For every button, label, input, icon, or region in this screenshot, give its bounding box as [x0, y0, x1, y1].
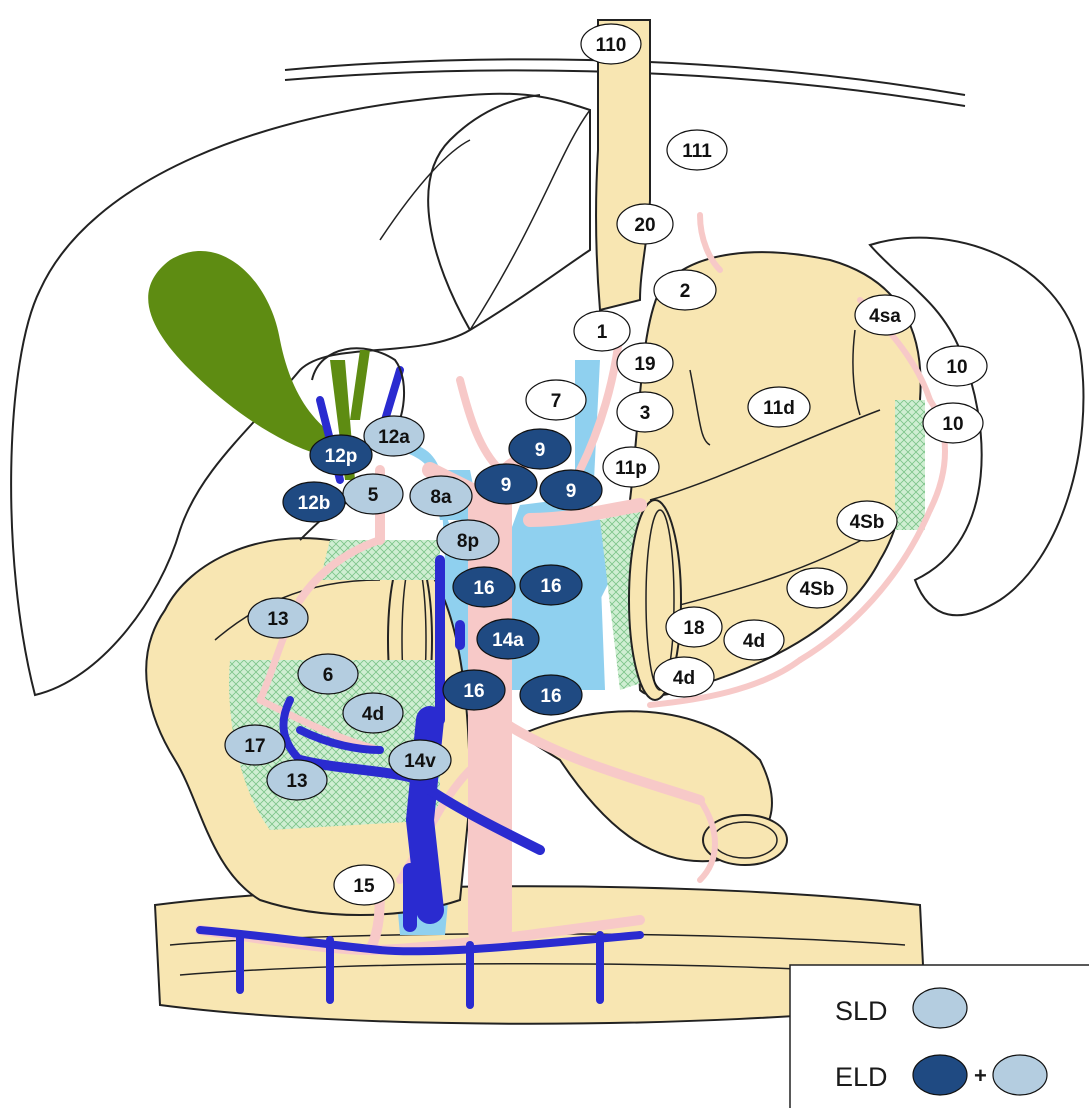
station-label: 12p	[325, 446, 358, 467]
station-label: 8a	[430, 487, 452, 508]
legend-sld-label: SLD	[835, 996, 888, 1026]
station-16-eld: 16	[443, 670, 505, 710]
station-10-white: 10	[923, 403, 983, 443]
station-label: 10	[946, 357, 967, 378]
station-9-eld: 9	[509, 429, 571, 469]
station-3-white: 3	[617, 392, 673, 432]
station-label: 7	[551, 391, 562, 412]
station-6-sld: 6	[298, 654, 358, 694]
station-9-eld: 9	[540, 470, 602, 510]
station-label: 14a	[492, 630, 524, 651]
station-label: 1	[597, 322, 608, 343]
legend-eld-oval	[913, 1055, 967, 1095]
station-label: 9	[535, 440, 546, 461]
station-12a-sld: 12a	[364, 416, 424, 456]
station-label: 11p	[615, 458, 647, 479]
station-label: 111	[682, 141, 712, 162]
station-label: 14v	[404, 751, 436, 772]
station-7-white: 7	[526, 380, 586, 420]
station-label: 9	[566, 481, 577, 502]
station-14v-sld: 14v	[389, 740, 451, 780]
station-8a-sld: 8a	[410, 476, 472, 516]
station-9-eld: 9	[475, 464, 537, 504]
station-10-white: 10	[927, 346, 987, 386]
station-12p-eld: 12p	[310, 435, 372, 475]
station-18-white: 18	[666, 607, 722, 647]
station-110-white: 110	[581, 24, 641, 64]
station-4d-sld: 4d	[343, 693, 403, 733]
station-11d-white: 11d	[748, 387, 810, 427]
station-16-eld: 16	[453, 567, 515, 607]
station-label: 5	[368, 485, 379, 506]
station-label: 4d	[743, 631, 765, 652]
station-label: 4d	[673, 668, 695, 689]
station-label: 16	[463, 681, 484, 702]
station-16-eld: 16	[520, 565, 582, 605]
legend-eld-label: ELD	[835, 1062, 888, 1092]
station-label: 18	[683, 618, 704, 639]
station-label: 4sa	[869, 306, 901, 327]
station-label: 13	[267, 609, 288, 630]
station-label: 16	[473, 578, 494, 599]
station-1-white: 1	[574, 311, 630, 351]
station-11p-white: 11p	[603, 447, 659, 487]
station-8p-sld: 8p	[437, 520, 499, 560]
station-label: 3	[640, 403, 651, 424]
legend-sld-oval	[913, 988, 967, 1028]
station-label: 110	[596, 35, 627, 56]
station-5-sld: 5	[343, 474, 403, 514]
station-label: 20	[634, 215, 655, 236]
station-label: 11d	[763, 398, 795, 419]
station-2-white: 2	[654, 270, 716, 310]
station-label: 15	[353, 876, 375, 897]
station-label: 4Sb	[800, 579, 835, 600]
station-label: 17	[244, 736, 265, 757]
station-111-white: 111	[667, 130, 727, 170]
station-label: 8p	[457, 531, 479, 552]
station-20-white: 20	[617, 204, 673, 244]
station-label: 16	[540, 686, 561, 707]
station-label: 6	[323, 665, 334, 686]
station-4sa-white: 4sa	[855, 295, 915, 335]
station-15-white: 15	[334, 865, 394, 905]
station-16-eld: 16	[520, 675, 582, 715]
legend: SLD ELD +	[790, 965, 1089, 1108]
station-label: 12b	[298, 493, 331, 514]
station-label: 16	[540, 576, 561, 597]
station-label: 4d	[362, 704, 384, 725]
station-label: 4Sb	[850, 512, 885, 533]
station-4d-white: 4d	[724, 620, 784, 660]
station-17-sld: 17	[225, 725, 285, 765]
legend-plus-sign: +	[974, 1063, 987, 1088]
station-label: 2	[680, 281, 691, 302]
station-14a-eld: 14a	[477, 619, 539, 659]
station-label: 9	[501, 475, 512, 496]
legend-eld-sld-oval	[993, 1055, 1047, 1095]
station-4Sb-white: 4Sb	[787, 568, 847, 608]
station-4Sb-white: 4Sb	[837, 501, 897, 541]
station-label: 19	[634, 354, 655, 375]
station-label: 12a	[378, 427, 410, 448]
station-12b-eld: 12b	[283, 482, 345, 522]
station-label: 13	[286, 771, 307, 792]
station-label: 10	[942, 414, 963, 435]
station-13-sld: 13	[267, 760, 327, 800]
station-19-white: 19	[617, 343, 673, 383]
station-4d-white: 4d	[654, 657, 714, 697]
station-13-sld: 13	[248, 598, 308, 638]
